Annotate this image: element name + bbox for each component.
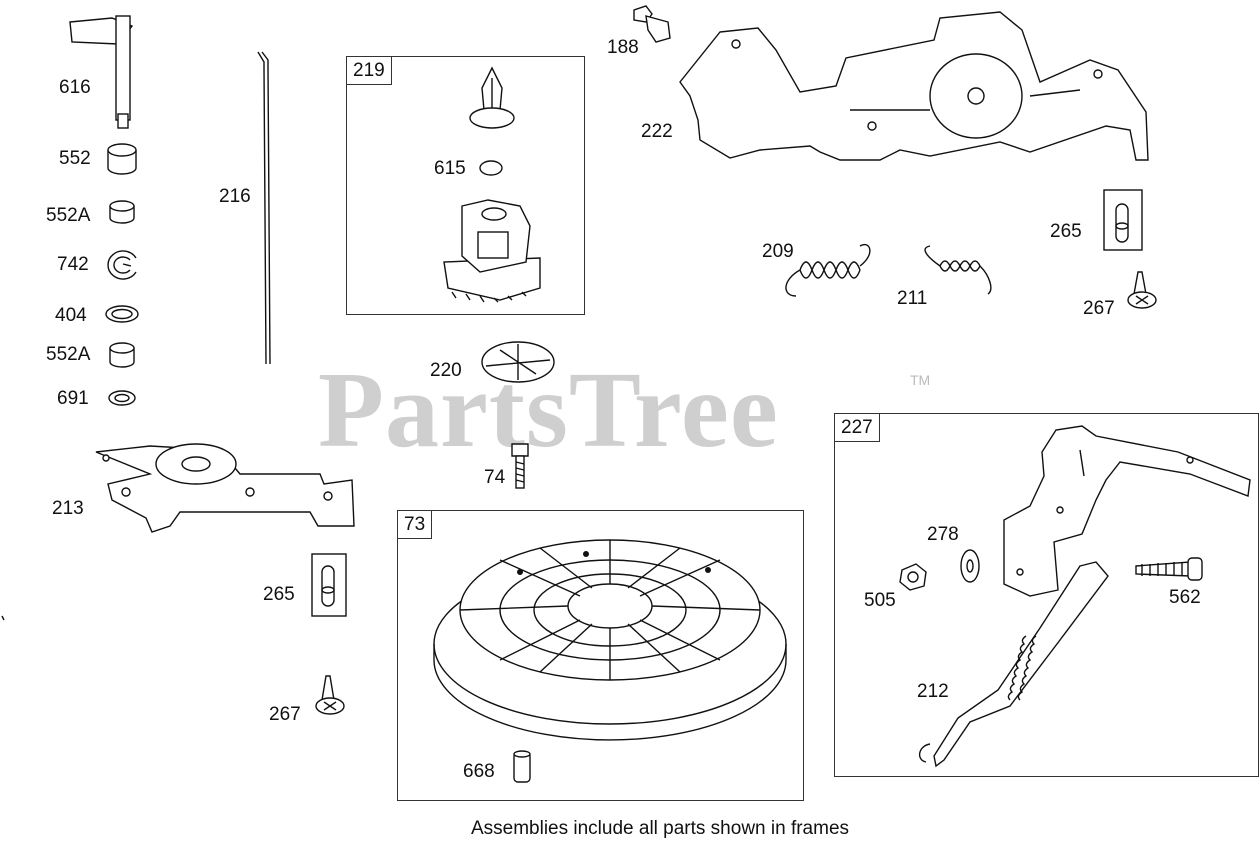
part-552-bushing[interactable]: [107, 143, 137, 175]
label-691[interactable]: 691: [57, 388, 89, 409]
label-209[interactable]: 209: [762, 241, 794, 262]
part-213-control-bracket[interactable]: [95, 443, 355, 533]
label-552a-bottom[interactable]: 552A: [46, 344, 91, 365]
label-212[interactable]: 212: [917, 681, 949, 702]
part-74-screw[interactable]: [511, 443, 529, 489]
label-616[interactable]: 616: [59, 77, 91, 98]
part-211-spring[interactable]: [924, 245, 992, 295]
label-213[interactable]: 213: [52, 498, 84, 519]
part-219-governor-gear[interactable]: [443, 199, 541, 303]
part-742-e-ring[interactable]: [107, 250, 137, 280]
part-220-governor-cup[interactable]: [481, 341, 555, 383]
frame-227: 227: [834, 413, 1259, 777]
part-212-spring-link[interactable]: [919, 561, 1109, 768]
label-216[interactable]: 216: [219, 186, 251, 207]
label-742[interactable]: 742: [57, 254, 89, 275]
label-552[interactable]: 552: [59, 148, 91, 169]
part-552a-bushing-bottom[interactable]: [109, 342, 135, 368]
frame-73: 73: [397, 510, 804, 801]
frame-219-tag: 219: [347, 57, 392, 85]
part-615-retainer-ring[interactable]: [479, 160, 503, 176]
label-278[interactable]: 278: [927, 524, 959, 545]
part-505-nut[interactable]: [899, 563, 927, 591]
label-265-left[interactable]: 265: [263, 584, 295, 605]
watermark-trademark: TM: [910, 372, 931, 388]
part-267-screw-right[interactable]: [1127, 271, 1157, 309]
part-691-washer[interactable]: [108, 390, 136, 406]
part-265-clip-right[interactable]: [1103, 189, 1143, 251]
edge-tick: [1, 615, 5, 621]
diagram-caption: Assemblies include all parts shown in fr…: [470, 818, 850, 839]
part-616-governor-shaft[interactable]: [69, 15, 134, 129]
label-265-right[interactable]: 265: [1050, 221, 1082, 242]
label-267-left[interactable]: 267: [269, 704, 301, 725]
part-278-spacer[interactable]: [960, 549, 980, 583]
part-216-link-rod[interactable]: [257, 51, 271, 365]
frame-219: 219: [346, 56, 585, 315]
frame-227-tag: 227: [835, 414, 880, 442]
part-219-governor-pin[interactable]: [469, 66, 515, 129]
label-615[interactable]: 615: [434, 158, 466, 179]
label-74[interactable]: 74: [484, 467, 506, 488]
part-73-screen[interactable]: [433, 539, 787, 741]
label-222[interactable]: 222: [641, 121, 673, 142]
part-562-screw[interactable]: [1135, 557, 1203, 581]
label-404[interactable]: 404: [55, 305, 87, 326]
part-267-screw-left[interactable]: [315, 675, 345, 715]
label-552a-top[interactable]: 552A: [46, 205, 91, 226]
part-188-bolt[interactable]: [633, 5, 671, 43]
part-265-clip-left[interactable]: [311, 553, 347, 617]
part-668-pin[interactable]: [513, 750, 531, 783]
part-222-control-bracket[interactable]: [679, 11, 1149, 161]
part-404-washer[interactable]: [105, 305, 139, 323]
label-562[interactable]: 562: [1169, 587, 1201, 608]
label-211[interactable]: 211: [897, 288, 928, 309]
label-220[interactable]: 220: [430, 360, 462, 381]
part-227-throttle-bracket[interactable]: [1003, 425, 1251, 597]
label-505[interactable]: 505: [864, 590, 896, 611]
label-188[interactable]: 188: [607, 37, 639, 58]
frame-73-tag: 73: [398, 511, 433, 539]
part-552a-bushing-top[interactable]: [109, 200, 135, 224]
label-267-right[interactable]: 267: [1083, 298, 1115, 319]
label-668[interactable]: 668: [463, 761, 495, 782]
part-209-spring[interactable]: [785, 243, 871, 297]
